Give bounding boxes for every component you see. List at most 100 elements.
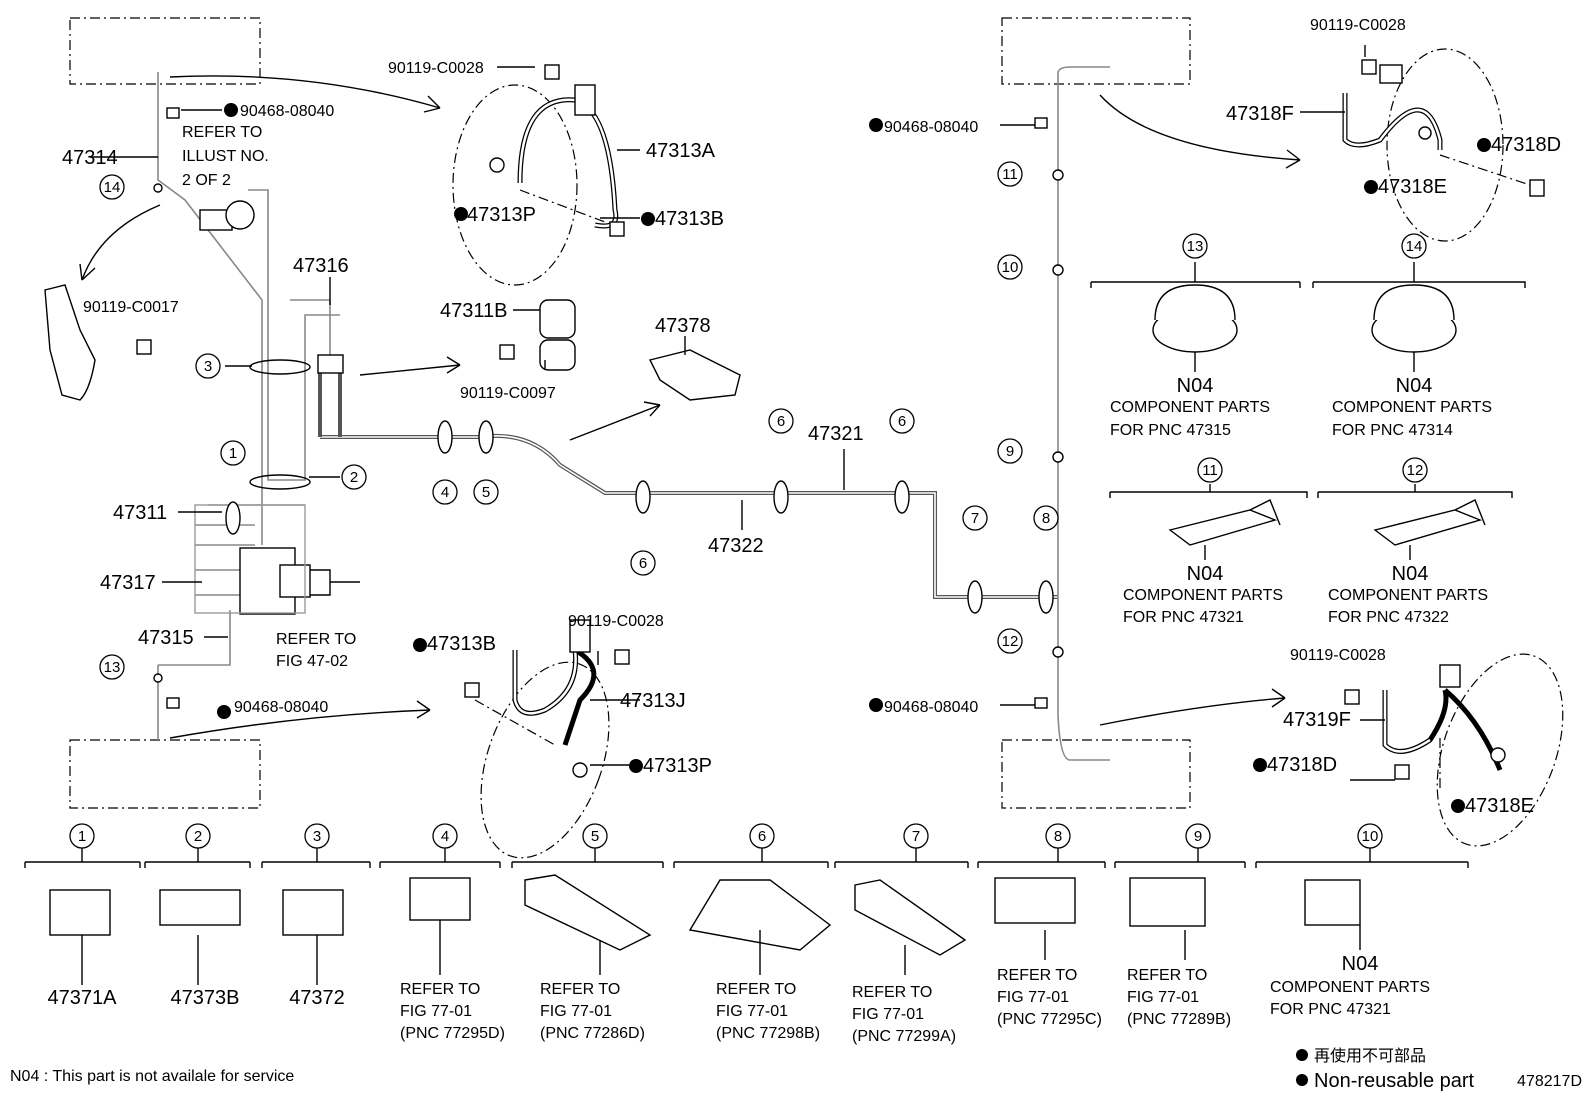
callout-number: 2 [350, 469, 358, 486]
callout-circle [768, 408, 794, 434]
flex-hose-front-left [452, 64, 625, 286]
callout-11-12: 11 [997, 161, 1023, 187]
label-47311: 47311 [113, 502, 167, 524]
callout-14-15: 14 [99, 174, 125, 200]
clamp-2-label: 47373B [171, 987, 240, 1009]
cp-13-code: N04 [1177, 375, 1214, 397]
wheel-box-rear-left [69, 739, 261, 809]
callout-8-27: 8 [1045, 823, 1071, 849]
label-47318E-bottom: 47318E [1465, 795, 1534, 817]
callout-circle [1402, 457, 1428, 483]
callout-circle [1033, 505, 1059, 531]
clamp-7-line3: (PNC 77299A) [852, 1028, 956, 1045]
clamp-labels: 47371A 47373B 47372 REFER TO FIG 77-01 (… [48, 953, 1431, 1045]
wheel-box-rear-right [1001, 739, 1191, 809]
callout-number: 7 [912, 828, 920, 845]
callout-number: 7 [971, 510, 979, 527]
label-bolt-bottom-right: 90119-C0028 [1290, 647, 1386, 664]
label-47318D-bottom: 47318D [1267, 754, 1337, 776]
label-47317: 47317 [100, 572, 156, 594]
callout-circle [220, 440, 246, 466]
callout-circle [341, 464, 367, 490]
label-clip-top-right: 90468-08040 [884, 119, 978, 136]
clamp-drawings [49, 874, 1361, 956]
part-labels: 47314 47311 47317 47315 47316 47311B 473… [62, 17, 1561, 817]
callout-9-10: 9 [997, 438, 1023, 464]
cp-12-line2: FOR PNC 47322 [1328, 609, 1449, 626]
callout-circle [997, 161, 1023, 187]
callout-circle [1045, 823, 1071, 849]
callout-number: 11 [1002, 166, 1018, 183]
callout-circle [304, 823, 330, 849]
legend-en-text: Non-reusable part [1314, 1070, 1475, 1092]
label-clip-top-left: 90468-08040 [240, 103, 334, 120]
clamp-5-line3: (PNC 77286D) [540, 1025, 645, 1042]
callout-9-28: 9 [1185, 823, 1211, 849]
callout-number: 5 [482, 484, 490, 501]
clamp-3-label: 47372 [289, 987, 345, 1009]
cp-11-line1: COMPONENT PARTS [1123, 587, 1283, 604]
clamp-10-line2: FOR PNC 47321 [1270, 1001, 1391, 1018]
callout-circle [99, 174, 125, 200]
cp-11-line2: FOR PNC 47321 [1123, 609, 1244, 626]
non-reusable-dots [217, 103, 1491, 813]
callout-4-23: 4 [432, 823, 458, 849]
clamp-8-line1: REFER TO [997, 967, 1077, 984]
clamp-8-line3: (PNC 77295C) [997, 1011, 1102, 1028]
refer-illust-line1: REFER TO [182, 124, 262, 141]
clamp-6-line2: FIG 77-01 [716, 1003, 788, 1020]
legend-dot-jp [1296, 1049, 1308, 1061]
callout-number: 9 [1194, 828, 1202, 845]
callout-circle [630, 550, 656, 576]
callout-5-24: 5 [582, 823, 608, 849]
component-parts-13: N04 COMPONENT PARTS FOR PNC 47315 [1110, 375, 1270, 439]
clamp-4-line2: FIG 77-01 [400, 1003, 472, 1020]
flex-hose-rear-right [1344, 653, 1564, 847]
callout-circle [749, 823, 775, 849]
label-clip-bottom-left: 90468-08040 [234, 699, 328, 716]
wheel-box-front-right [1001, 17, 1191, 85]
label-bolt-c0017: 90119-C0017 [83, 299, 179, 316]
callout-6-5: 6 [630, 550, 656, 576]
callout-8-9: 8 [1033, 505, 1059, 531]
callout-number: 1 [78, 828, 86, 845]
callout-number: 6 [639, 555, 647, 572]
callout-number: 4 [441, 828, 449, 845]
callout-10-29: 10 [1357, 823, 1383, 849]
label-bolt-c0097: 90119-C0097 [460, 385, 556, 402]
callout-3-2: 3 [195, 353, 221, 379]
clamp-1-label: 47371A [48, 987, 118, 1009]
callout-14-17: 14 [1401, 233, 1427, 259]
callout-number: 8 [1054, 828, 1062, 845]
callout-circle [997, 438, 1023, 464]
clamp-6-line3: (PNC 77298B) [716, 1025, 820, 1042]
clamp-6-line1: REFER TO [716, 981, 796, 998]
callout-2-21: 2 [185, 823, 211, 849]
clamp-5-line1: REFER TO [540, 981, 620, 998]
cp-14-code: N04 [1396, 375, 1433, 397]
label-47313B-bottom: 47313B [427, 633, 496, 655]
label-47313P-bottom: 47313P [643, 755, 712, 777]
label-47313J: 47313J [620, 690, 686, 712]
callout-circle [195, 353, 221, 379]
callout-circle [997, 628, 1023, 654]
label-47315: 47315 [138, 627, 194, 649]
diagram-code: 478217D [1517, 1073, 1582, 1090]
callout-number: 12 [1407, 462, 1424, 479]
callout-number: 9 [1006, 443, 1014, 460]
callout-number: 13 [1187, 238, 1204, 255]
callout-6-7: 6 [889, 408, 915, 434]
refer-illust-line2: ILLUST NO. [182, 148, 269, 165]
label-47313A: 47313A [646, 140, 716, 162]
cp-14-line2: FOR PNC 47314 [1332, 422, 1453, 439]
callout-2-1: 2 [341, 464, 367, 490]
clamp-8-line2: FIG 77-01 [997, 989, 1069, 1006]
refer-illust-line3: 2 OF 2 [182, 172, 231, 189]
legend-jp-text: 再使用不可部品 [1314, 1047, 1426, 1065]
callout-1-20: 1 [69, 823, 95, 849]
callout-circle [997, 254, 1023, 280]
legend: N04 : This part is not availale for serv… [10, 1047, 1582, 1092]
cp-11-code: N04 [1187, 563, 1224, 585]
callout-circle [1182, 233, 1208, 259]
